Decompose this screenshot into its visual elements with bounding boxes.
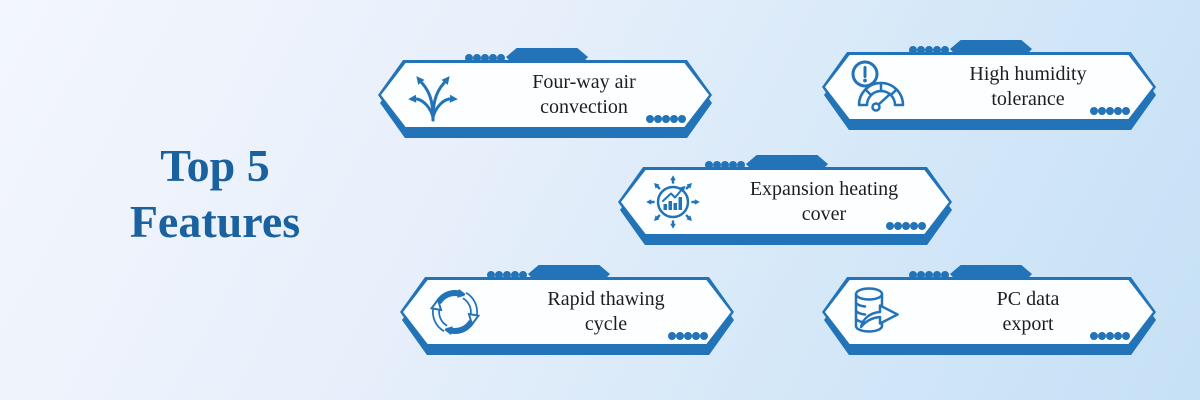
feature-badge-high-humidity-tolerance: High humidity tolerance	[822, 40, 1156, 132]
badge-tab	[950, 265, 1032, 280]
page-title: Top 5 Features	[129, 140, 301, 248]
badge-tab	[950, 40, 1032, 55]
dots-bottom	[646, 115, 686, 123]
dots-top	[487, 271, 527, 279]
dots-top	[705, 161, 745, 169]
feature-badge-pc-data-export: PC data export	[822, 265, 1156, 357]
feature-label: High humidity tolerance	[969, 63, 1087, 110]
feature-badge-expansion-heating-cover: Expansion heating cover	[618, 155, 952, 247]
four-way-arrows-icon	[405, 67, 461, 123]
dots-top	[909, 46, 949, 54]
feature-badge-rapid-thawing-cycle: Rapid thawing cycle	[400, 265, 734, 357]
feature-label: PC data export	[996, 288, 1060, 335]
dots-top	[465, 54, 505, 62]
dots-top	[909, 271, 949, 279]
feature-badge-four-way-air-convection: Four-way air convection	[378, 48, 712, 140]
badge-tab	[746, 155, 828, 170]
badge-tab	[506, 48, 588, 63]
cycle-arrows-icon	[427, 284, 483, 340]
feature-label: Four-way air convection	[532, 71, 636, 118]
badge-tab	[528, 265, 610, 280]
feature-label: Rapid thawing cycle	[547, 288, 665, 335]
database-export-icon	[849, 284, 905, 340]
dots-bottom	[886, 222, 926, 230]
dots-bottom	[1090, 107, 1130, 115]
dots-bottom	[668, 332, 708, 340]
feature-label: Expansion heating cover	[749, 178, 899, 225]
dots-bottom	[1090, 332, 1130, 340]
humidity-gauge-icon	[849, 59, 905, 115]
expansion-chart-icon	[645, 174, 701, 230]
